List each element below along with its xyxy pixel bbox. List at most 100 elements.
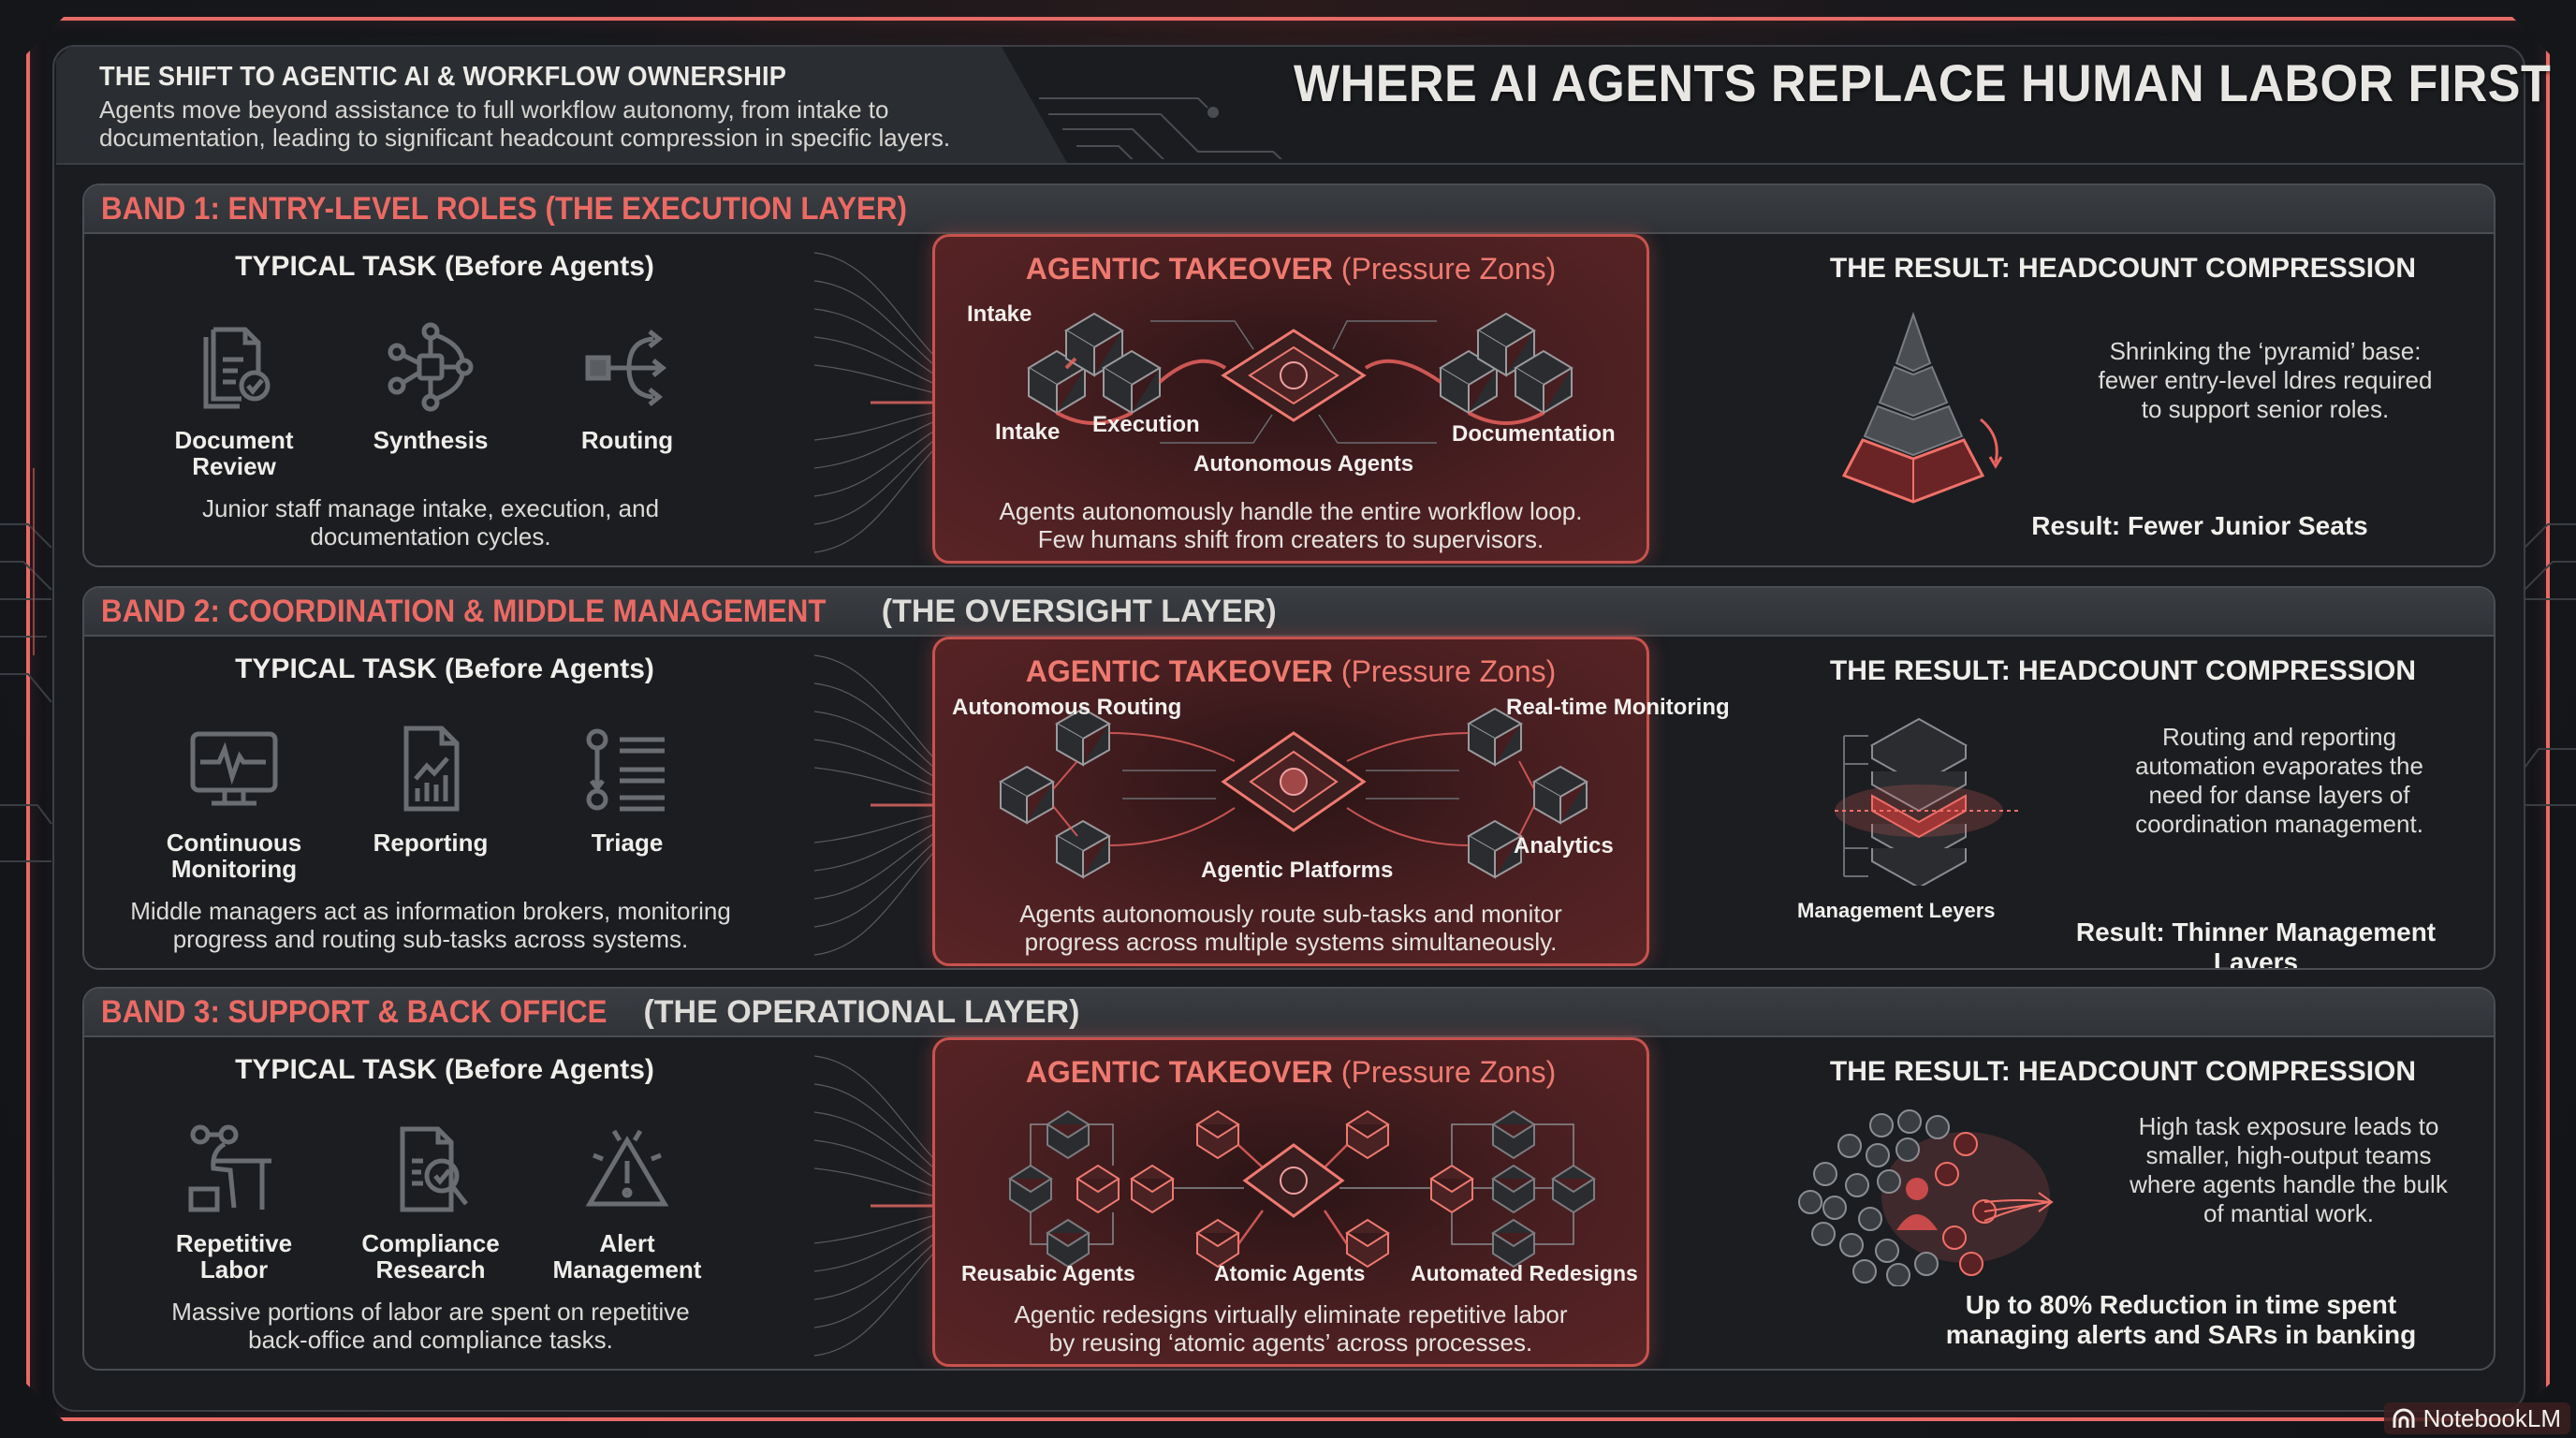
node-label: Atomic Agents	[1214, 1261, 1366, 1285]
band-header: BAND 2: COORDINATION & MIDDLE MANAGEMENT…	[84, 588, 2494, 637]
task-label: Triage	[591, 829, 664, 857]
task-label: Synthesis	[373, 426, 489, 454]
task-label: Alert Management	[552, 1229, 702, 1284]
task-repetitive-labor: Repetitive Labor	[140, 1123, 328, 1283]
pressure-zone-description: Agents autonomously handle the entire wo…	[999, 497, 1583, 553]
document-search-icon	[400, 1126, 468, 1212]
result-column: THE RESULT: HEADCOUNT COMPRESSION Manage…	[1750, 637, 2494, 970]
task-alert-management: Alert Management	[534, 1123, 721, 1283]
result-footnote: Result: Fewer Junior Seats	[2031, 511, 2368, 540]
team-network-icon	[1798, 1109, 2054, 1286]
node-label: Reusabic Agents	[961, 1261, 1135, 1285]
task-label: Continuous Monitoring	[166, 829, 302, 883]
pressure-zone-panel: AGENTIC TAKEOVER (Pressure Zons)	[932, 1037, 1649, 1367]
notebooklm-logo-icon	[2393, 1408, 2415, 1428]
header-subtitle: Agents move beyond assistance to full wo…	[99, 95, 951, 152]
node-label: Intake	[967, 301, 1032, 327]
pressure-zone-panel: AGENTIC TAKEOVER (Pressure Zons)	[932, 637, 1730, 966]
header-kicker: THE SHIFT TO AGENTIC AI & WORKFLOW OWNER…	[99, 62, 787, 92]
pressure-title-main: AGENTIC TAKEOVER	[1025, 252, 1334, 286]
header-plate	[56, 47, 1067, 163]
pressure-title-paren: (Pressure Zons)	[1340, 1055, 1557, 1089]
typical-task-title: TYPICAL TASK (Before Agents)	[235, 251, 654, 282]
node-label: Analytics	[1514, 833, 1614, 858]
result-title: THE RESULT: HEADCOUNT COMPRESSION	[1829, 655, 2417, 686]
typical-task-column: TYPICAL TASK (Before Agents) Document Re…	[84, 234, 805, 565]
agent-workflow-diagram-icon	[1027, 312, 1573, 444]
page-title: WHERE AI AGENTS REPLACE HUMAN LABOR FIRS…	[1294, 53, 2552, 112]
task-continuous-monitoring: Continuous Monitoring	[140, 723, 328, 882]
band-title-accent: BAND 2: COORDINATION & MIDDLE MANAGEMENT	[101, 593, 827, 629]
pressure-title-paren: (Pressure Zons)	[1340, 252, 1557, 286]
result-column: THE RESULT: HEADCOUNT COMPRESSION Shrink…	[1750, 234, 2494, 565]
band-header: BAND 3: SUPPORT & BACK OFFICE (THE OPERA…	[84, 989, 2494, 1037]
pressure-title-main: AGENTIC TAKEOVER	[1025, 654, 1334, 688]
node-label: Real-time Monitoring	[1506, 695, 1730, 720]
pressure-title-paren: (Pressure Zons)	[1340, 654, 1557, 688]
task-compliance-research: Compliance Research	[337, 1123, 524, 1283]
node-label: Execution	[1092, 412, 1200, 437]
typical-task-column: TYPICAL TASK (Before Agents) Repetitive …	[84, 1037, 805, 1369]
task-synthesis: Synthesis	[337, 320, 524, 479]
band-header: BAND 1: ENTRY-LEVEL ROLES (THE EXECUTION…	[84, 185, 2494, 234]
node-label: Autonomous Routing	[952, 695, 1182, 720]
band-title-rest: (THE OPERATIONAL LAYER)	[643, 993, 1080, 1030]
document-review-icon	[203, 327, 271, 409]
outer-frame	[26, 17, 2550, 1421]
pressure-zone-description: Agents autonomously route sub-tasks and …	[1019, 900, 1562, 956]
result-description: High task exposure leads to smaller, hig…	[2130, 1112, 2448, 1227]
header-divider	[56, 163, 2524, 165]
result-footnote: Result: Thinner Management Layers	[2075, 917, 2437, 970]
band-title-accent: BAND 3: SUPPORT & BACK OFFICE	[101, 993, 607, 1030]
node-label: Documentation	[1452, 421, 1616, 447]
pressure-title-main: AGENTIC TAKEOVER	[1025, 1055, 1334, 1089]
task-label: Document Review	[174, 426, 294, 480]
node-label: Automated Redesigns	[1411, 1261, 1638, 1285]
typical-task-description: Middle managers act as information broke…	[130, 897, 731, 953]
task-label: Reporting	[373, 829, 489, 857]
routing-arrows-icon	[585, 330, 667, 406]
typical-task-description: Junior staff manage intake, execution, a…	[201, 494, 660, 550]
band-2: BAND 2: COORDINATION & MIDDLE MANAGEMENT…	[82, 586, 2496, 970]
result-description: Shrinking the ‘pyramid’ base: fewer entr…	[2098, 337, 2433, 423]
pressure-zone-title: AGENTIC TAKEOVER (Pressure Zons)	[935, 1055, 1647, 1090]
node-label: Agentic Platforms	[1201, 858, 1394, 883]
task-reporting: Reporting	[337, 723, 524, 882]
task-label: Routing	[580, 426, 674, 454]
typical-task-description: Massive portions of labor are spent on r…	[171, 1298, 690, 1354]
typical-task-title: TYPICAL TASK (Before Agents)	[235, 653, 654, 684]
pressure-zone-title: AGENTIC TAKEOVER (Pressure Zons)	[935, 252, 1647, 286]
band-1: BAND 1: ENTRY-LEVEL ROLES (THE EXECUTION…	[82, 183, 2496, 567]
result-description: Routing and reporting automation evapora…	[2135, 723, 2423, 838]
pressure-zone-panel: AGENTIC TAKEOVER (Pressure Zons)	[932, 234, 1649, 564]
brand-label: NotebookLM	[2422, 1403, 2561, 1432]
typical-task-column: TYPICAL TASK (Before Agents) Continuous …	[84, 637, 805, 968]
notebooklm-brand: NotebookLM	[2383, 1402, 2570, 1434]
synthesis-network-icon	[388, 322, 474, 412]
warning-alert-icon	[585, 1129, 669, 1207]
management-layers-icon	[1835, 717, 2022, 886]
person-desk-icon	[188, 1124, 271, 1212]
node-label: Autonomous Agents	[1193, 451, 1414, 477]
task-triage: Triage	[534, 723, 721, 882]
band-title-rest: (THE OVERSIGHT LAYER)	[881, 593, 1277, 629]
report-chart-icon	[403, 726, 460, 812]
pyramid-icon	[1841, 311, 2003, 504]
result-footnote: Up to 80% Reduction in time spent managi…	[1945, 1290, 2417, 1349]
agentic-platform-diagram-icon	[998, 707, 1589, 879]
result-title: THE RESULT: HEADCOUNT COMPRESSION	[1829, 1056, 2417, 1087]
task-label: Repetitive Labor	[175, 1229, 293, 1284]
triage-list-icon	[586, 728, 665, 812]
pressure-zone-description: Agentic redesigns virtually eliminate re…	[1014, 1300, 1568, 1357]
pressure-zone-title: AGENTIC TAKEOVER (Pressure Zons)	[935, 654, 1647, 689]
band-title-accent: BAND 1: ENTRY-LEVEL ROLES (THE EXECUTION…	[101, 190, 907, 227]
node-label: Intake	[995, 419, 1061, 445]
band-3: BAND 3: SUPPORT & BACK OFFICE (THE OPERA…	[82, 987, 2496, 1371]
typical-task-title: TYPICAL TASK (Before Agents)	[235, 1054, 654, 1085]
management-layers-label: Management Leyers	[1797, 899, 1996, 922]
task-routing: Routing	[534, 320, 721, 479]
atomic-agents-diagram-icon	[1008, 1109, 1596, 1269]
task-document-review: Document Review	[140, 320, 328, 479]
result-column: THE RESULT: HEADCOUNT COMPRESSION High t…	[1750, 1037, 2494, 1369]
result-title: THE RESULT: HEADCOUNT COMPRESSION	[1829, 253, 2417, 284]
